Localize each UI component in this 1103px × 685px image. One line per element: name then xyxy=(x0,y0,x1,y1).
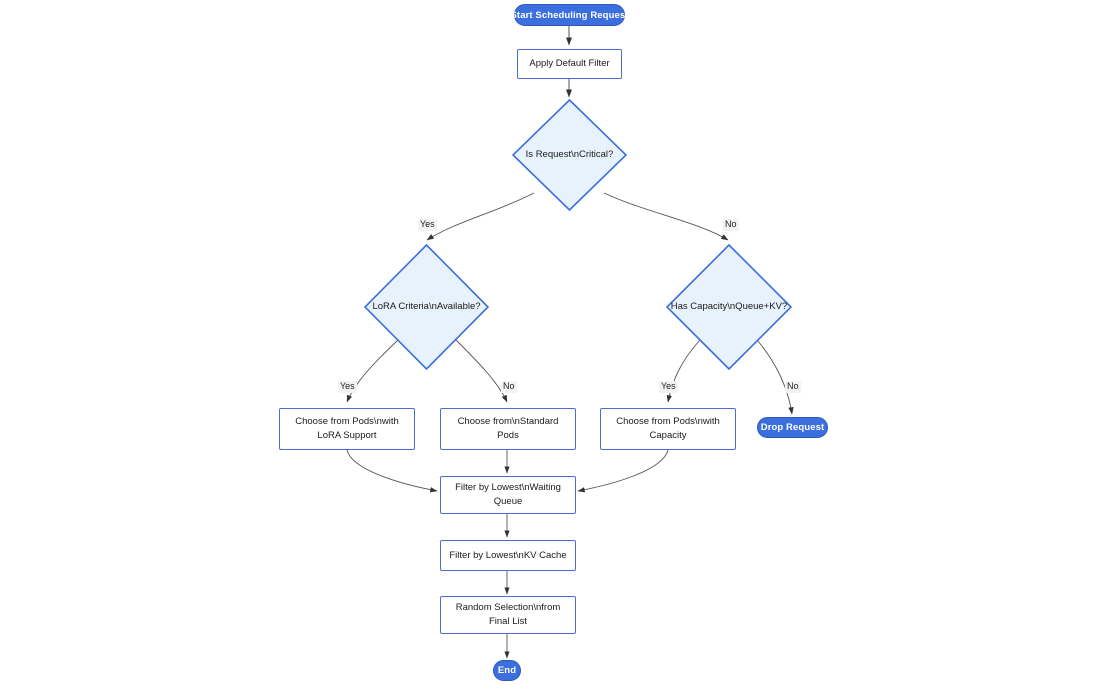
node-filter-waiting-queue-line1: Filter by Lowest\nWaiting xyxy=(455,482,561,494)
node-drop-request[interactable]: Drop Request xyxy=(757,417,828,438)
edge-label-lora-yes: Yes xyxy=(338,381,357,393)
node-random-selection-line1: Random Selection\nfrom xyxy=(455,602,561,614)
node-filter-waiting-queue-label: Filter by Lowest\nWaiting Queue xyxy=(455,481,561,509)
node-has-capacity-queue-kv[interactable]: Has Capacity\nQueue+KV? xyxy=(666,244,792,370)
node-choose-pods-capacity-line2: Capacity xyxy=(649,430,687,441)
node-random-selection-label: Random Selection\nfrom Final List xyxy=(456,601,561,629)
node-has-capacity-queue-kv-label: Has Capacity\nQueue+KV? xyxy=(670,301,788,313)
node-filter-waiting-queue-line2: Queue xyxy=(493,496,523,507)
node-choose-standard-pods-label: Choose from\nStandard Pods xyxy=(458,415,559,443)
node-random-selection[interactable]: Random Selection\nfrom Final List xyxy=(440,596,576,634)
node-is-request-critical[interactable]: Is Request\nCritical? xyxy=(512,99,627,211)
node-choose-pods-capacity-label: Choose from Pods\nwith Capacity xyxy=(616,415,720,443)
edge-label-critical-no: No xyxy=(723,219,739,231)
node-end[interactable]: End xyxy=(493,660,521,681)
diamond-shape-critical xyxy=(512,99,627,211)
node-start[interactable]: Start Scheduling Request xyxy=(511,4,628,26)
node-drop-request-label: Drop Request xyxy=(760,422,825,433)
edge-label-capacity-no: No xyxy=(785,381,801,393)
edge-label-lora-no: No xyxy=(501,381,517,393)
node-end-label: End xyxy=(497,665,517,676)
node-choose-standard-pods-line1: Choose from\nStandard xyxy=(457,416,559,428)
diamond-shape-lora xyxy=(364,244,489,370)
node-choose-pods-capacity-line1: Choose from Pods\nwith xyxy=(616,416,720,428)
edge-choose-lora-to-filter-queue xyxy=(346,449,438,493)
node-filter-kv-cache[interactable]: Filter by Lowest\nKV Cache xyxy=(440,540,576,571)
node-apply-default-filter-label: Apply Default Filter xyxy=(529,58,610,70)
node-apply-default-filter[interactable]: Apply Default Filter xyxy=(517,49,622,79)
node-choose-pods-lora-line2: LoRA Support xyxy=(317,430,377,441)
node-choose-pods-lora[interactable]: Choose from Pods\nwith LoRA Support xyxy=(279,408,415,450)
edge-label-critical-yes: Yes xyxy=(418,219,437,231)
node-choose-pods-lora-label: Choose from Pods\nwith LoRA Support xyxy=(295,415,399,443)
edge-label-capacity-yes: Yes xyxy=(659,381,678,393)
node-is-request-critical-label: Is Request\nCritical? xyxy=(525,149,614,161)
node-random-selection-line2: Final List xyxy=(488,616,527,627)
node-filter-waiting-queue[interactable]: Filter by Lowest\nWaiting Queue xyxy=(440,476,576,514)
node-choose-standard-pods[interactable]: Choose from\nStandard Pods xyxy=(440,408,576,450)
node-filter-kv-cache-label: Filter by Lowest\nKV Cache xyxy=(449,549,567,561)
node-choose-standard-pods-line2: Pods xyxy=(497,430,519,441)
edge-choose-capacity-to-filter-queue xyxy=(577,449,669,493)
node-choose-pods-capacity[interactable]: Choose from Pods\nwith Capacity xyxy=(600,408,736,450)
node-start-label: Start Scheduling Request xyxy=(510,9,629,21)
diamond-shape-capacity xyxy=(666,244,792,370)
node-lora-criteria-available[interactable]: LoRA Criteria\nAvailable? xyxy=(364,244,489,370)
node-lora-criteria-available-label: LoRA Criteria\nAvailable? xyxy=(372,301,481,313)
node-choose-pods-lora-line1: Choose from Pods\nwith xyxy=(295,416,399,428)
